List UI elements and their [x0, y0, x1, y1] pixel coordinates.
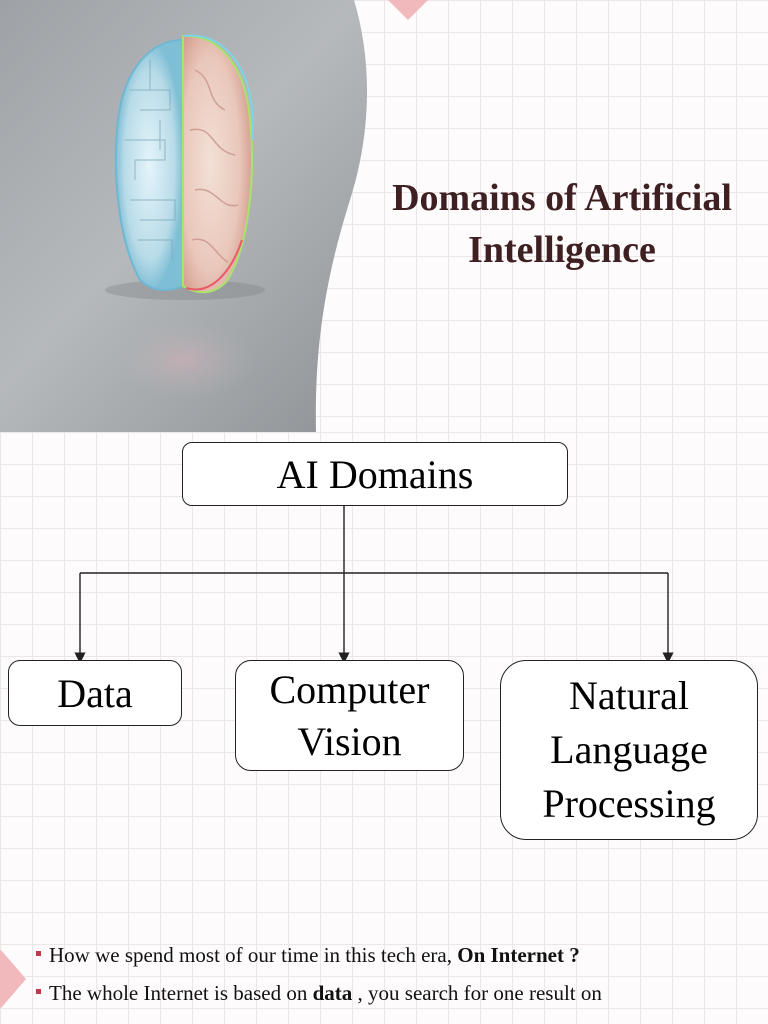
- bullet-item: The whole Internet is based on data , yo…: [36, 980, 756, 1006]
- bullet-marker-icon: [36, 989, 41, 994]
- bullet-bold-text: On Internet ?: [457, 943, 580, 967]
- bullet-marker-icon: [36, 951, 41, 956]
- root-label: AI Domains: [276, 451, 474, 497]
- diagram-root-node: AI Domains: [182, 442, 568, 506]
- bullet-bold-text: data: [312, 981, 353, 1005]
- node-cv-label-line-1: Computer: [269, 666, 430, 712]
- title-slide: Domains of Artificial Intelligence: [0, 0, 768, 432]
- bullet-text: The whole Internet is based on: [49, 981, 313, 1005]
- accent-diamond-icon: [388, 0, 428, 20]
- node-nlp-label-line-1: Natural: [569, 673, 689, 718]
- bullet-text: , you search for one result on: [352, 981, 602, 1005]
- bullet-text: How we spend most of our time in this te…: [49, 943, 458, 967]
- slide-title: Domains of Artificial Intelligence: [392, 177, 732, 271]
- node-nlp-label-line-3: Processing: [542, 781, 716, 826]
- node-cv-label-line-2: Vision: [297, 718, 402, 764]
- domains-slide: AI Domains Data Computer Vision Natural …: [0, 432, 768, 1024]
- bullet-list: How we spend most of our time in this te…: [36, 942, 756, 1018]
- node-nlp-label-line-2: Language: [550, 727, 708, 772]
- brain-image: [0, 0, 368, 432]
- node-data-label: Data: [57, 670, 133, 716]
- bullet-item: How we spend most of our time in this te…: [36, 942, 756, 968]
- diagram-node-computer-vision: Computer Vision: [235, 660, 464, 771]
- diagram-connectors: [74, 506, 674, 664]
- accent-diamond-icon: [0, 950, 26, 1008]
- diagram-node-data: Data: [8, 660, 182, 726]
- diagram-node-nlp: Natural Language Processing: [500, 660, 758, 840]
